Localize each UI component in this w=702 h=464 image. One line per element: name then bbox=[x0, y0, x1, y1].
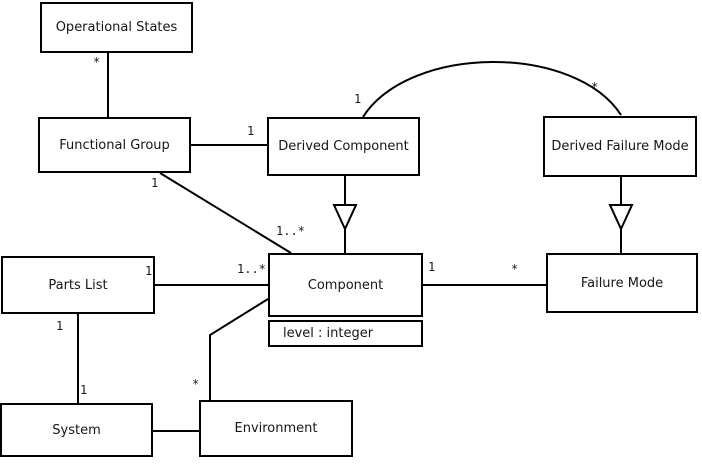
multiplicity-label: * bbox=[93, 55, 101, 69]
multiplicity-label: 1 bbox=[145, 264, 153, 278]
multiplicity-label: * bbox=[591, 80, 599, 94]
class-environment[interactable]: Environment bbox=[199, 400, 353, 457]
class-component-attributes[interactable]: level : integer bbox=[268, 320, 423, 347]
multiplicity-label: * bbox=[511, 262, 519, 276]
class-name: Failure Mode bbox=[580, 275, 664, 291]
class-derived-component[interactable]: Derived Component bbox=[267, 117, 420, 176]
multiplicity-label: * bbox=[192, 377, 200, 391]
class-name: Parts List bbox=[48, 277, 108, 293]
class-name: Derived Failure Mode bbox=[551, 139, 689, 154]
class-name: Derived Component bbox=[278, 139, 409, 154]
class-functional-group[interactable]: Functional Group bbox=[38, 117, 191, 173]
class-operational-states[interactable]: Operational States bbox=[40, 2, 193, 53]
class-name: Operational States bbox=[55, 20, 178, 35]
multiplicity-label: 1 bbox=[428, 260, 436, 274]
class-name: Component bbox=[307, 277, 384, 293]
class-derived-failure-mode[interactable]: Derived Failure Mode bbox=[543, 116, 697, 177]
multiplicity-label: 1 bbox=[354, 92, 362, 106]
class-name: Functional Group bbox=[59, 137, 170, 153]
multiplicity-label: 1 bbox=[247, 124, 255, 138]
edge-environment-component bbox=[209, 298, 269, 400]
multiplicity-label: 1 bbox=[56, 319, 64, 333]
multiplicity-label: 1 bbox=[151, 176, 159, 190]
edge-derived-component-derived-failure-mode-arc bbox=[362, 61, 622, 118]
edge-functional-group-component bbox=[159, 172, 292, 254]
class-component[interactable]: Component bbox=[268, 253, 423, 317]
multiplicity-label: 1..* bbox=[276, 224, 305, 238]
class-name: Environment bbox=[234, 421, 318, 436]
attribute-level: level : integer bbox=[283, 326, 374, 341]
class-system[interactable]: System bbox=[0, 403, 153, 457]
class-parts-list[interactable]: Parts List bbox=[1, 256, 155, 314]
multiplicity-label: 1 bbox=[80, 383, 88, 397]
generalization-arrowhead-icon bbox=[608, 204, 634, 232]
class-failure-mode[interactable]: Failure Mode bbox=[546, 253, 698, 313]
class-name: System bbox=[52, 422, 101, 438]
multiplicity-label: 1..* bbox=[237, 262, 266, 276]
generalization-arrowhead-icon bbox=[332, 204, 358, 232]
